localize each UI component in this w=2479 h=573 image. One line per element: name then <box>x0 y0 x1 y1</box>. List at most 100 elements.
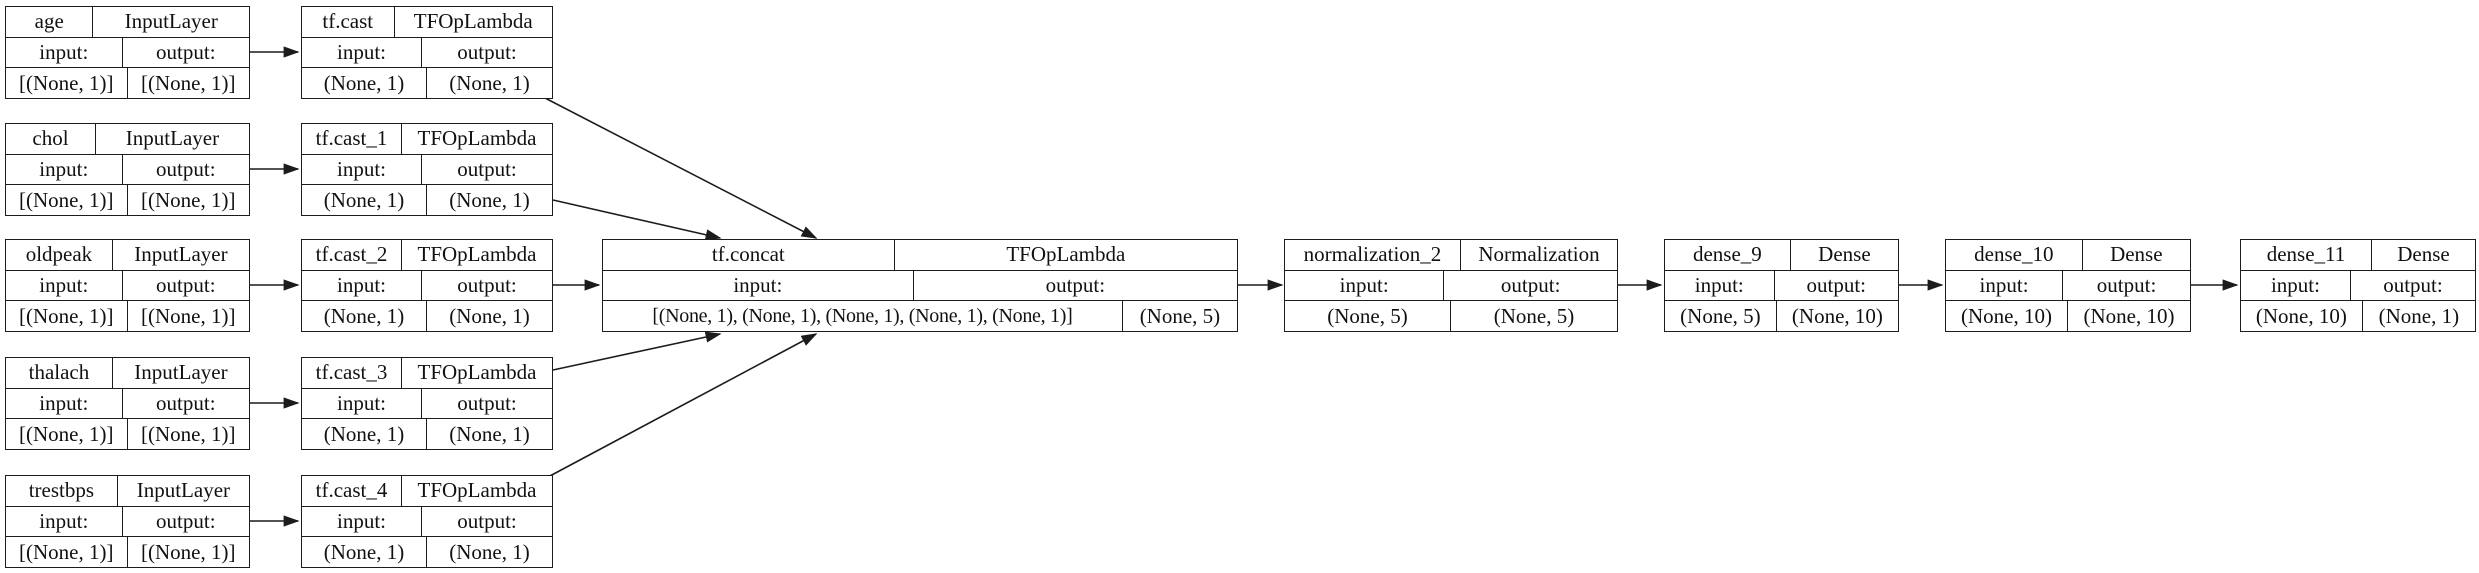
node-tf-cast-2: tf.cast_2 TFOpLambda input: output: (Non… <box>301 239 553 332</box>
input-shape: (None, 1) <box>302 301 427 332</box>
node-oldpeak: oldpeak InputLayer input: output: [(None… <box>5 239 250 332</box>
output-label: output: <box>457 509 517 533</box>
node-tf-cast-4: tf.cast_4 TFOpLambda input: output: (Non… <box>301 475 553 568</box>
layer-type: TFOpLambda <box>1006 242 1126 267</box>
layer-name: tf.cast_4 <box>302 476 402 506</box>
node-dense-9: dense_9 Dense input: output: (None, 5) (… <box>1664 239 1899 332</box>
output-label: output: <box>2096 273 2157 297</box>
output-label: output: <box>156 40 216 64</box>
layer-name: dense_9 <box>1665 240 1791 270</box>
input-shape: [(None, 1)] <box>6 419 128 450</box>
input-label: input: <box>1946 270 2064 301</box>
layer-name: tf.cast <box>302 7 395 37</box>
output-label: output: <box>156 157 216 181</box>
output-shape: (None, 5) <box>1139 303 1221 328</box>
output-label: output: <box>156 273 216 297</box>
output-label: output: <box>457 391 517 415</box>
edge-tfcast-to-concat <box>544 97 818 239</box>
layer-type: InputLayer <box>136 478 231 503</box>
input-label: input: <box>302 37 422 68</box>
input-label: input: <box>2241 270 2351 301</box>
output-label: output: <box>457 40 517 64</box>
node-tf-cast: tf.cast TFOpLambda input: output: (None,… <box>301 6 553 99</box>
input-shape: (None, 5) <box>1665 301 1777 332</box>
output-shape: (None, 1) <box>449 421 530 446</box>
layer-type: TFOpLambda <box>417 360 537 385</box>
input-shape: (None, 1) <box>302 419 427 450</box>
layer-type: Normalization <box>1478 242 1600 267</box>
layer-type: InputLayer <box>125 126 220 151</box>
layer-type: TFOpLambda <box>413 9 533 34</box>
node-tf-concat: tf.concat TFOpLambda input: output: [(No… <box>602 239 1238 332</box>
input-shape: [(None, 1)] <box>6 537 128 568</box>
input-shape: (None, 5) <box>1285 301 1451 332</box>
layer-name: thalach <box>6 358 113 388</box>
input-label: input: <box>302 154 422 185</box>
layer-type: InputLayer <box>134 242 228 267</box>
output-label: output: <box>457 157 517 181</box>
output-shape: [(None, 1)] <box>141 421 236 446</box>
layer-type: Dense <box>2110 242 2163 267</box>
layer-name: age <box>6 7 94 37</box>
output-label: output: <box>1806 273 1866 297</box>
layer-type: InputLayer <box>124 9 218 34</box>
layer-type: TFOpLambda <box>417 126 537 151</box>
node-dense-11: dense_11 Dense input: output: (None, 10)… <box>2240 239 2476 332</box>
node-age: age InputLayer input: output: [(None, 1)… <box>5 6 250 99</box>
output-shape: [(None, 1)] <box>141 70 236 95</box>
output-label: output: <box>2383 273 2443 297</box>
node-thalach: thalach InputLayer input: output: [(None… <box>5 357 250 450</box>
node-normalization-2: normalization_2 Normalization input: out… <box>1284 239 1618 332</box>
layer-name: oldpeak <box>6 240 113 270</box>
input-label: input: <box>6 154 123 185</box>
layer-name: trestbps <box>6 476 118 506</box>
output-shape: (None, 1) <box>449 70 530 95</box>
input-shape: (None, 10) <box>1946 301 2068 332</box>
input-shape: [(None, 1), (None, 1), (None, 1), (None,… <box>603 301 1123 332</box>
node-dense-10: dense_10 Dense input: output: (None, 10)… <box>1945 239 2191 332</box>
output-label: output: <box>1500 273 1561 297</box>
node-trestbps: trestbps InputLayer input: output: [(Non… <box>5 475 250 568</box>
edge-tfcast3-to-concat <box>552 331 722 371</box>
layer-type: TFOpLambda <box>417 478 537 503</box>
input-label: input: <box>6 270 123 301</box>
input-shape: (None, 1) <box>302 185 427 216</box>
node-tf-cast-1: tf.cast_1 TFOpLambda input: output: (Non… <box>301 123 553 216</box>
output-label: output: <box>457 273 517 297</box>
input-label: input: <box>6 506 123 537</box>
layer-type: Dense <box>1818 242 1871 267</box>
input-shape: (None, 1) <box>302 68 427 99</box>
layer-name: dense_11 <box>2241 240 2373 270</box>
edge-tfcast1-to-concat <box>552 199 722 241</box>
layer-name: tf.cast_1 <box>302 124 402 154</box>
input-label: input: <box>302 270 422 301</box>
input-label: input: <box>6 37 123 68</box>
layer-type: InputLayer <box>134 360 228 385</box>
output-shape: (None, 1) <box>449 303 530 328</box>
output-label: output: <box>1045 273 1106 297</box>
layer-name: tf.cast_3 <box>302 358 402 388</box>
output-shape: (None, 1) <box>2378 303 2460 328</box>
output-shape: [(None, 1)] <box>141 187 236 212</box>
layer-type: Dense <box>2397 242 2450 267</box>
layer-name: dense_10 <box>1946 240 2083 270</box>
output-shape: (None, 10) <box>2083 303 2175 328</box>
input-label: input: <box>302 506 422 537</box>
input-shape: (None, 10) <box>2241 301 2363 332</box>
edge-tfcast4-to-concat <box>547 333 818 478</box>
output-shape: (None, 1) <box>449 187 530 212</box>
input-shape: (None, 1) <box>302 537 427 568</box>
layer-name: tf.concat <box>603 240 895 270</box>
output-label: output: <box>156 391 216 415</box>
input-shape: [(None, 1)] <box>6 301 128 332</box>
output-shape: [(None, 1)] <box>141 303 236 328</box>
input-shape: [(None, 1)] <box>6 185 128 216</box>
layer-name: chol <box>6 124 96 154</box>
layer-name: tf.cast_2 <box>302 240 402 270</box>
node-tf-cast-3: tf.cast_3 TFOpLambda input: output: (Non… <box>301 357 553 450</box>
output-shape: [(None, 1)] <box>141 539 236 564</box>
layer-type: TFOpLambda <box>417 242 537 267</box>
input-label: input: <box>1285 270 1445 301</box>
input-label: input: <box>6 388 123 419</box>
